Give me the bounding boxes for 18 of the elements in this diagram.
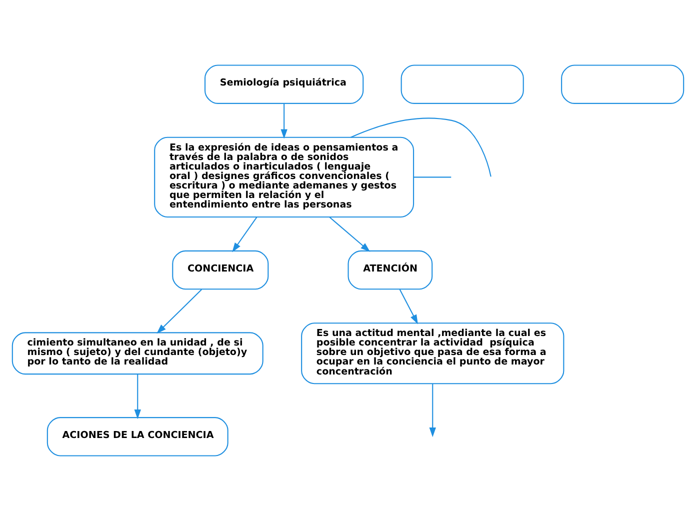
connector	[350, 117, 492, 176]
arrow	[329, 216, 370, 252]
arrow	[134, 374, 141, 419]
node-box: Es una actitud mental ,mediante la cual es posible concentrar la actividad psíquica sobre un objetivo que pasa de esa forma a ocupar en la conciencia el punto de mayor concentración	[301, 322, 564, 384]
node-box	[400, 64, 524, 104]
arrow	[429, 383, 436, 437]
node-box: Semiología psiquiátrica	[204, 64, 364, 104]
arrow	[156, 288, 202, 334]
node-box: ATENCIÓN	[348, 250, 433, 290]
node-box: ACIONES DE LA CONCIENCIA	[46, 416, 228, 456]
node-box: cimiento simultaneo en la unidad , de si mismo ( sujeto) y del cundante (objeto)y por lo tanto de la realidad	[12, 332, 264, 374]
arrow	[232, 216, 258, 252]
node-box: CONCIENCIA	[172, 250, 269, 290]
arrow	[280, 103, 288, 138]
node-box: Es la expresión de ideas o pensamientos a través de la palabra o de sonidos articulados o inarticulados ( lenguaje oral ) designes gráficos convencionales ( escritura ) o mediante ademanes y gestos que permiten la relación y el entendimiento entre las personas	[154, 136, 414, 218]
node-box	[561, 64, 684, 104]
connector	[414, 176, 452, 178]
arrow	[399, 288, 418, 324]
